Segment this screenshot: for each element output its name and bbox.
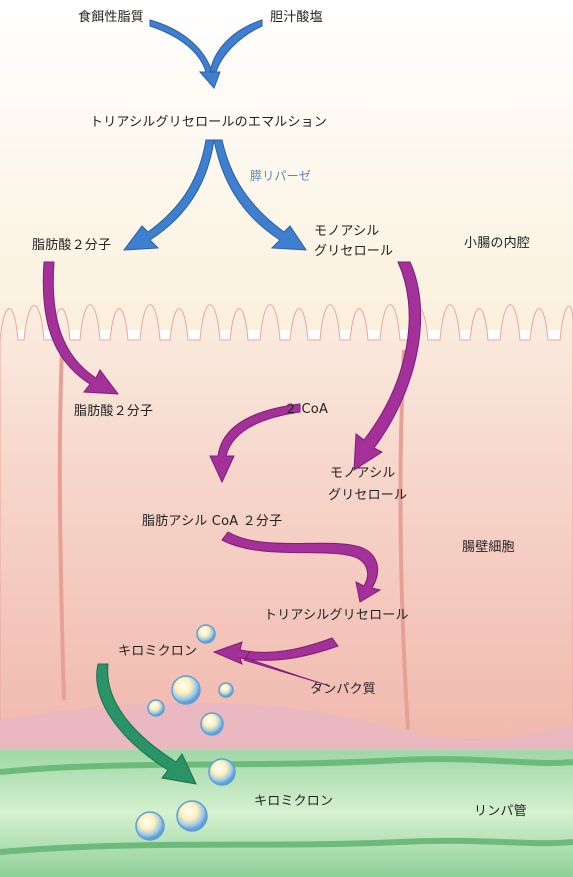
label-protein: タンパク質 bbox=[310, 682, 376, 698]
label-pancreatic-lipase: 膵リパーゼ bbox=[250, 168, 311, 184]
label-mag-lumen-line2: グリセロール bbox=[314, 244, 393, 260]
label-chylomicron-lymph: キロミクロン bbox=[254, 794, 333, 810]
label-tag-cell: トリアシルグリセロール bbox=[264, 608, 409, 624]
label-chylomicron-cell: キロミクロン bbox=[118, 644, 197, 660]
label-fatty-acid-two-lumen: 脂肪酸２分子 bbox=[32, 238, 111, 254]
label-dietary-lipid: 食餌性脂質 bbox=[78, 10, 144, 26]
label-coa: ２ CoA bbox=[284, 402, 328, 418]
label-mag-cell-line2: グリセロール bbox=[328, 488, 407, 504]
label-enterocyte: 腸壁細胞 bbox=[462, 540, 515, 556]
label-bile-salt: 胆汁酸塩 bbox=[270, 10, 323, 26]
label-intestinal-lumen: 小腸の内腔 bbox=[464, 236, 530, 252]
label-tag-emulsion: トリアシルグリセロールのエマルション bbox=[90, 115, 327, 131]
label-fatty-acid-two-cell: 脂肪酸２分子 bbox=[74, 404, 153, 420]
label-mag-cell-line1: モノアシル bbox=[330, 466, 395, 482]
lumen-background bbox=[0, 0, 573, 330]
label-fatty-acyl-coa: 脂肪アシル CoA ２分子 bbox=[142, 514, 282, 530]
label-lymph-vessel: リンパ管 bbox=[474, 804, 527, 820]
label-mag-lumen-line1: モノアシル bbox=[314, 224, 379, 240]
